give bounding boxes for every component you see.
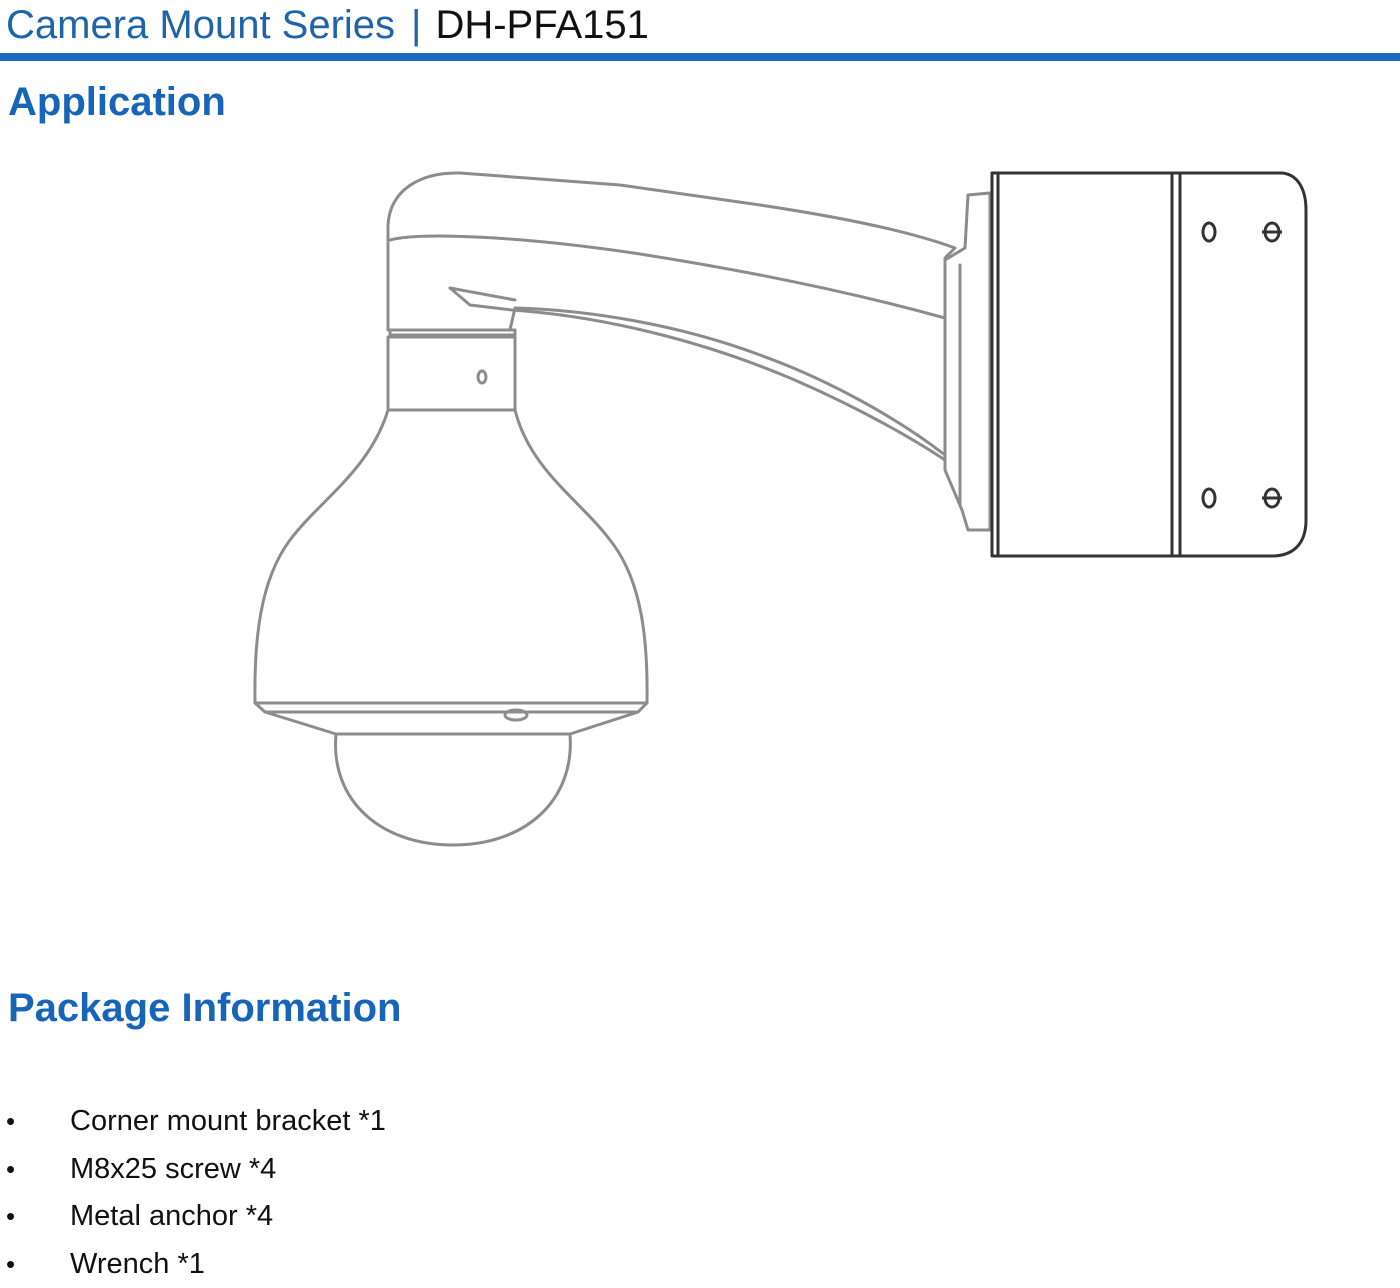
package-item-label: Wrench *1 [70,1241,205,1288]
bullet: • [6,1146,15,1194]
camera-with-wall-mount-icon [0,150,1400,870]
lens-dome [336,734,571,845]
package-item-label: Metal anchor *4 [70,1193,273,1241]
bullet: • [6,1193,15,1241]
bullet: • [6,1241,15,1288]
bracket-fold [1172,173,1180,556]
package-item-label: M8x25 screw *4 [70,1146,276,1194]
wall-flange [945,193,990,530]
series-name: Camera Mount Series [6,5,395,45]
housing-ir-window [505,710,527,720]
bullet: • [6,1098,15,1146]
housing-body [255,410,647,703]
model-number: DH-PFA151 [435,5,648,45]
application-heading: Application [8,82,226,122]
neck-ring [388,337,515,410]
header-separator: | [411,5,421,45]
corner-bracket [992,173,1306,556]
bracket-hole [1203,489,1215,507]
housing-skirt [255,703,647,712]
bracket-hole [1203,223,1215,241]
header-rule [0,53,1400,61]
neck-screw [478,371,486,383]
housing-base [265,712,638,734]
neck-collar [390,330,515,335]
package-information-heading: Package Information [8,988,401,1028]
package-item-label: Corner mount bracket *1 [70,1098,386,1146]
arm-outline [388,173,955,455]
page-header: Camera Mount Series | DH-PFA151 [6,0,649,50]
